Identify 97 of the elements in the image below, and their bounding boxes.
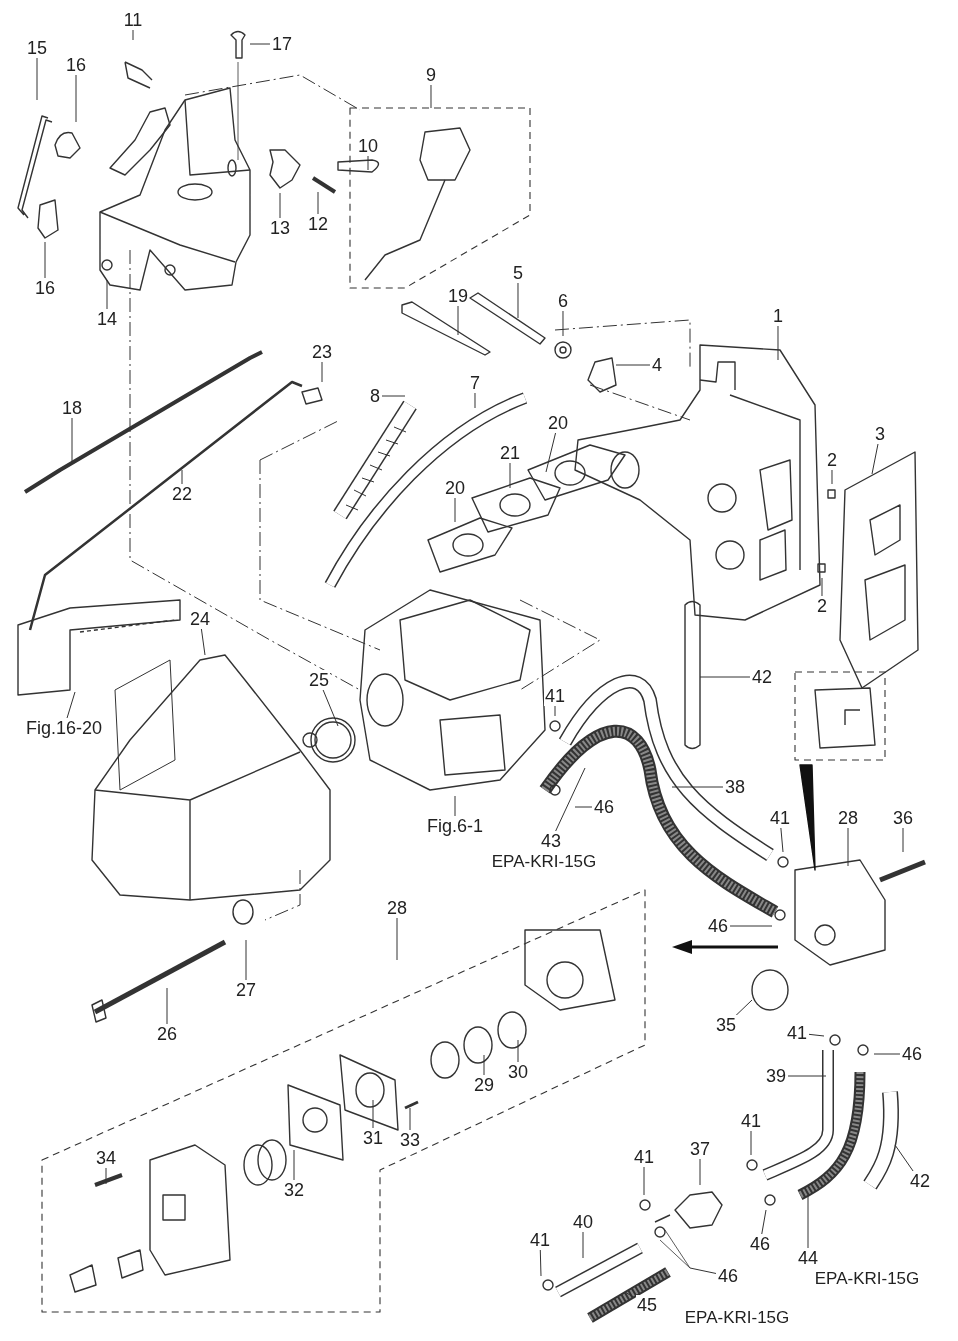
leader-line bbox=[699, 676, 751, 678]
leader-line bbox=[166, 987, 168, 1026]
callout-number: 41 bbox=[769, 808, 791, 828]
leader-line bbox=[181, 469, 183, 486]
leader-line bbox=[517, 281, 519, 319]
leader-line bbox=[454, 795, 456, 818]
leader-line bbox=[457, 304, 459, 336]
hose-spec-label: EPA-KRI-15G bbox=[684, 1308, 790, 1328]
leader-line bbox=[699, 1157, 701, 1186]
callout-number: 5 bbox=[512, 263, 524, 283]
leader-line bbox=[729, 925, 773, 927]
callout-number: 16 bbox=[65, 55, 87, 75]
leader-line bbox=[105, 1166, 107, 1185]
callout-number: 18 bbox=[61, 398, 83, 418]
leader-line bbox=[474, 391, 476, 409]
leader-line bbox=[509, 461, 511, 489]
leader-line bbox=[106, 279, 108, 311]
callout-number: 19 bbox=[447, 286, 469, 306]
callout-number: 41 bbox=[740, 1111, 762, 1131]
leader-line bbox=[562, 309, 564, 337]
callout-number: 11 bbox=[122, 10, 144, 30]
leader-line bbox=[517, 1039, 519, 1064]
leader-line bbox=[807, 1194, 809, 1250]
callout-number: 25 bbox=[308, 670, 330, 690]
leader-line bbox=[322, 688, 339, 727]
leader-line bbox=[689, 1267, 717, 1274]
callout-number: 41 bbox=[633, 1147, 655, 1167]
callout-number: 2 bbox=[826, 450, 838, 470]
leader-line bbox=[643, 1165, 645, 1196]
leader-line bbox=[372, 1099, 374, 1130]
leader-line bbox=[539, 1248, 542, 1277]
callout-number: 41 bbox=[544, 686, 566, 706]
figure-reference: Fig.6-1 bbox=[426, 816, 484, 836]
callout-number: 1 bbox=[772, 306, 784, 326]
leader-line bbox=[574, 806, 593, 808]
leader-line bbox=[293, 1149, 295, 1182]
callout-number: 23 bbox=[311, 342, 333, 362]
callout-number: 40 bbox=[572, 1212, 594, 1232]
callout-number: 7 bbox=[469, 373, 481, 393]
leader-line bbox=[321, 360, 323, 383]
leader-line bbox=[66, 691, 76, 720]
hose-spec-label: EPA-KRI-15G bbox=[814, 1269, 920, 1289]
leader-line bbox=[483, 1054, 485, 1077]
callout-number: 6 bbox=[557, 291, 569, 311]
callout-number: 20 bbox=[444, 478, 466, 498]
leader-line bbox=[750, 1129, 752, 1156]
leader-line bbox=[75, 73, 77, 123]
leader-line bbox=[132, 28, 134, 41]
leader-line bbox=[777, 324, 779, 361]
callout-number: 41 bbox=[529, 1230, 551, 1250]
leader-line bbox=[847, 826, 849, 867]
callout-number: 15 bbox=[26, 38, 48, 58]
leader-line bbox=[787, 1075, 827, 1077]
callout-number: 9 bbox=[425, 65, 437, 85]
callout-number: 28 bbox=[837, 808, 859, 828]
hose-spec-label: EPA-KRI-15G bbox=[491, 852, 597, 872]
leader-line bbox=[279, 192, 281, 220]
leader-line bbox=[454, 496, 456, 523]
leader-line bbox=[245, 939, 247, 982]
leader-line bbox=[808, 1033, 825, 1037]
leader-line bbox=[615, 364, 651, 366]
callout-number: 20 bbox=[547, 413, 569, 433]
callout-number: 37 bbox=[689, 1139, 711, 1159]
leader-line bbox=[367, 154, 369, 171]
leader-line bbox=[71, 416, 73, 463]
leader-line bbox=[780, 826, 784, 853]
leader-line bbox=[734, 999, 753, 1017]
leader-line bbox=[624, 1291, 636, 1299]
leader-line bbox=[396, 916, 398, 961]
figure-reference: Fig.16-20 bbox=[24, 718, 103, 738]
leader-line bbox=[761, 1209, 767, 1236]
callout-number: 10 bbox=[357, 136, 379, 156]
leader-line bbox=[582, 1230, 584, 1259]
leader-line bbox=[873, 1053, 901, 1055]
leader-line bbox=[871, 442, 879, 475]
leader-line bbox=[317, 191, 319, 216]
callout-number: 34 bbox=[95, 1148, 117, 1168]
leader-line bbox=[821, 577, 823, 598]
leader-line bbox=[409, 1107, 411, 1132]
leader-line bbox=[200, 627, 206, 656]
callout-number: 3 bbox=[874, 424, 886, 444]
leader-line bbox=[430, 83, 432, 109]
leader-line bbox=[249, 43, 271, 45]
leader-line bbox=[554, 704, 556, 717]
callout-number: 24 bbox=[189, 609, 211, 629]
leader-line bbox=[831, 468, 833, 485]
callout-number: 36 bbox=[892, 808, 914, 828]
leader-line bbox=[44, 241, 46, 280]
callout-number: 28 bbox=[386, 898, 408, 918]
leader-line bbox=[902, 826, 904, 853]
leader-line bbox=[36, 56, 38, 101]
leader-line bbox=[894, 1144, 915, 1173]
callout-number: 21 bbox=[499, 443, 521, 463]
leader-line bbox=[671, 786, 724, 788]
leader-line bbox=[381, 395, 406, 397]
leader-line bbox=[554, 767, 586, 833]
leader-line bbox=[545, 431, 557, 473]
